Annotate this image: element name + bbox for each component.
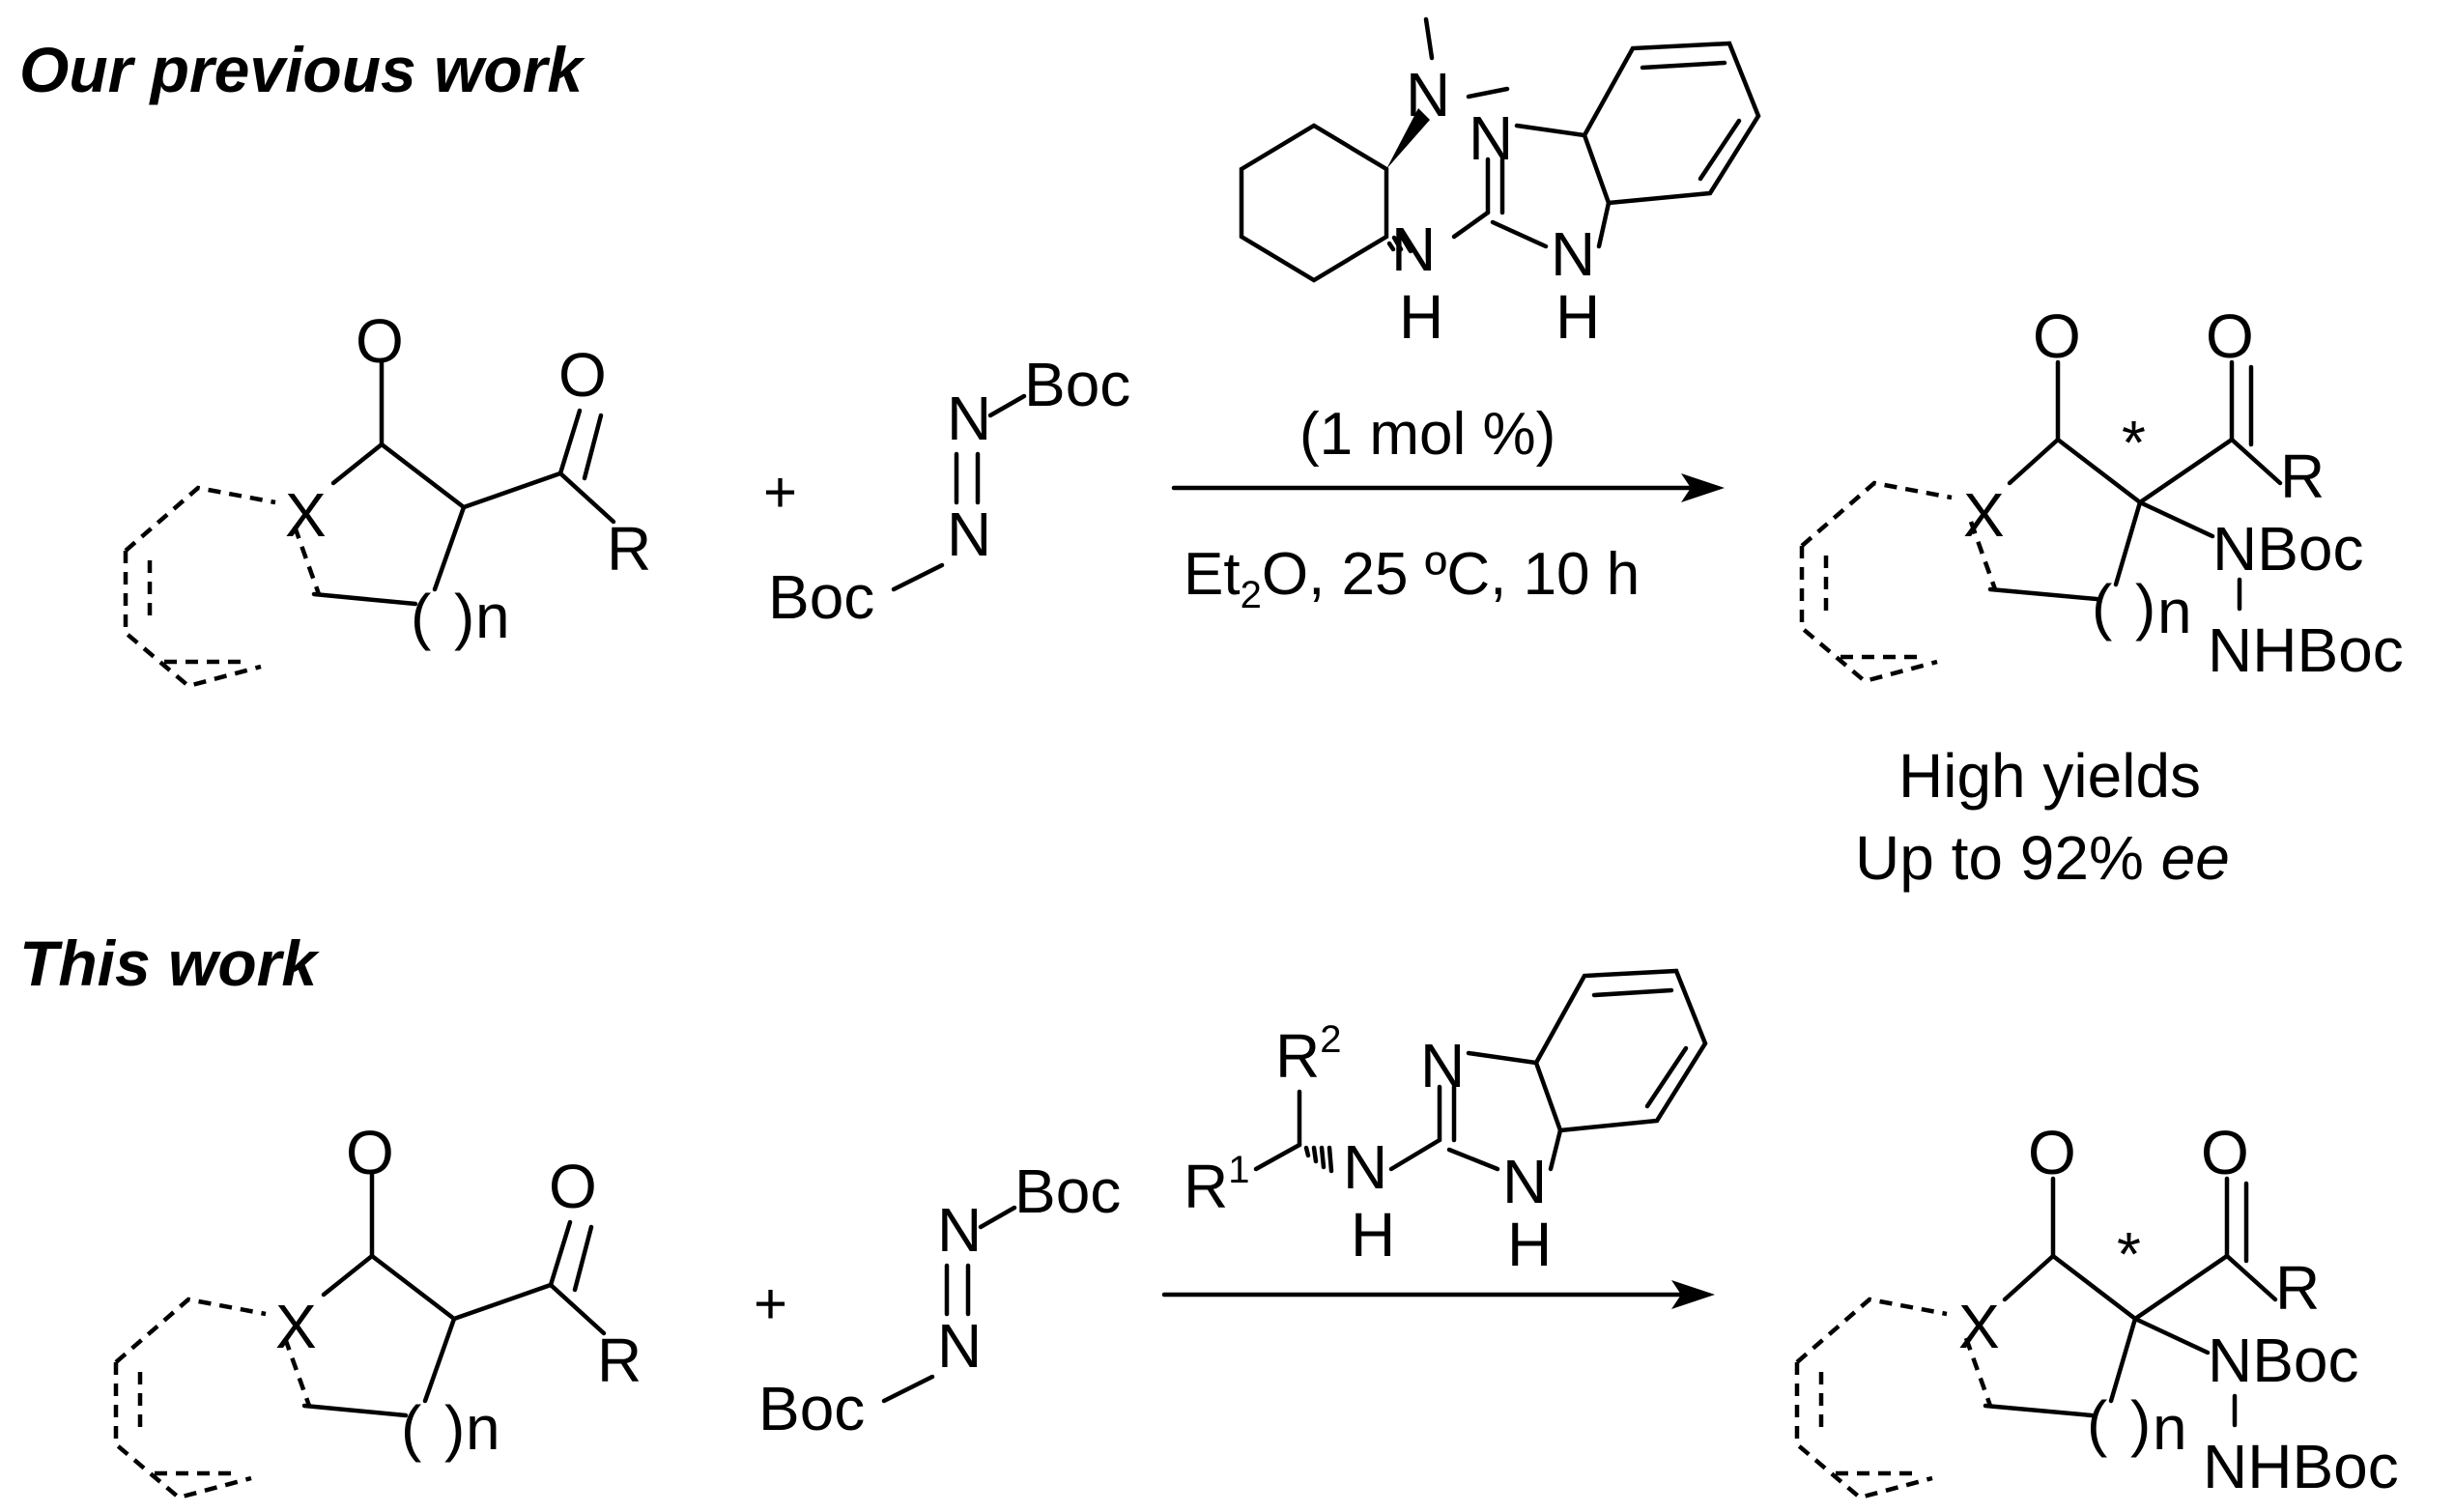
stereocenter-bottom: * [2117,1219,2141,1289]
atom-x-top: X [285,480,327,550]
atom-nh-top: N [1391,214,1436,284]
atom-r1: R1 [1184,1149,1249,1221]
atom-n-subscript-bottom: n [466,1393,500,1463]
atom-o-ring-top: O [356,306,404,376]
conditions-top: (1 mol %) Et2O, 25 ºC, 10 h [1171,401,1725,616]
atom-nme2: N [1406,60,1450,129]
atom-nh-bottom: N [1343,1132,1387,1202]
boc-lower-bottom: Boc [758,1374,865,1443]
plus-bottom: + [754,1271,787,1336]
atom-nh-imidazole-top: N [1551,219,1595,289]
azo-n2-bottom: N [937,1311,982,1381]
atom-o-ring-product-top: O [2033,301,2081,371]
atom-nboc-top: NBoc [2212,514,2364,584]
atom-r2: R2 [1275,1018,1341,1091]
azo-n1-top: N [947,384,991,453]
atom-n-imidazole-top: N [1469,103,1513,173]
atom-r-bottom: R [597,1326,642,1395]
atom-o-acyl-top: O [558,340,607,410]
boc-upper-bottom: Boc [1014,1156,1121,1226]
solvent-conditions: Et2O, 25 ºC, 10 h [1184,541,1640,616]
wedge-bond [1386,108,1430,169]
substrate-bottom: O O X R ( ) n [113,1118,642,1500]
atom-n-subscript-top: n [475,582,510,651]
paren-open-product-top: ( [2092,572,2112,642]
catalyst-loading: (1 mol %) [1299,401,1555,468]
atom-o-ring-bottom: O [346,1118,394,1187]
results-yield: High yields [1898,741,2201,811]
atom-r-product-top: R [2280,442,2325,511]
azodicarboxylate-bottom: Boc N N Boc [758,1156,1121,1443]
catalyst-bottom: R2 R1 N H N N H [1184,968,1708,1279]
atom-o-acyl-product-bottom: O [2201,1118,2249,1187]
atom-h-imidazole-bottom: H [1507,1210,1552,1279]
atom-r-product-bottom: R [2275,1253,2320,1323]
atom-r-top: R [607,514,651,584]
atom-n-subscript-product-bottom: n [2153,1393,2187,1463]
atom-o-acyl-bottom: O [549,1152,597,1221]
paren-close-product-bottom: ) [2130,1388,2151,1458]
results-ee: Up to 92% ee [1855,823,2230,893]
atom-h-imidazole-top: H [1555,282,1600,352]
atom-x-bottom: X [275,1292,317,1361]
paren-close-product-top: ) [2135,572,2155,642]
atom-o-acyl-product-top: O [2206,301,2254,371]
plus-top: + [763,460,797,525]
boc-lower-top: Boc [768,562,874,632]
paren-open-top: ( [411,582,431,651]
product-bottom: O O X R * NBoc NHBoc ( ) n [1794,1118,2399,1501]
paren-close-top: ) [454,582,474,651]
substrate-top: O O X R ( ) n [123,306,651,689]
azo-n1-bottom: N [937,1195,982,1265]
boc-upper-top: Boc [1024,350,1130,419]
paren-open-bottom: ( [401,1393,421,1463]
atom-h-nh-top: H [1399,282,1443,352]
paren-close-bottom: ) [444,1393,465,1463]
atom-nhboc-bottom: NHBoc [2203,1432,2399,1501]
paren-open-product-bottom: ( [2087,1388,2107,1458]
atom-x-product-bottom: X [1958,1292,2000,1361]
product-top: O O X R * NBoc NHBoc ( ) n [1799,301,2404,685]
atom-o-ring-product-bottom: O [2028,1118,2076,1187]
arrow-bottom [1161,1280,1715,1309]
atom-h-nh-bottom: H [1351,1200,1395,1270]
stereocenter-top: * [2122,408,2146,477]
atom-n-subscript-product-top: n [2157,577,2192,646]
azodicarboxylate-top: Boc N N Boc [768,350,1130,632]
atom-nh-imidazole-bottom: N [1502,1147,1547,1216]
atom-n-imidazole-bottom: N [1420,1031,1465,1100]
azo-n2-top: N [947,499,991,569]
atom-nhboc-top: NHBoc [2208,615,2404,685]
heading-previous-work: Our previous work [19,34,585,105]
catalyst-top: N N H N N H [1239,16,1761,352]
atom-nboc-bottom: NBoc [2208,1326,2359,1395]
heading-this-work: This work [19,927,320,999]
atom-x-product-top: X [1963,480,2005,550]
